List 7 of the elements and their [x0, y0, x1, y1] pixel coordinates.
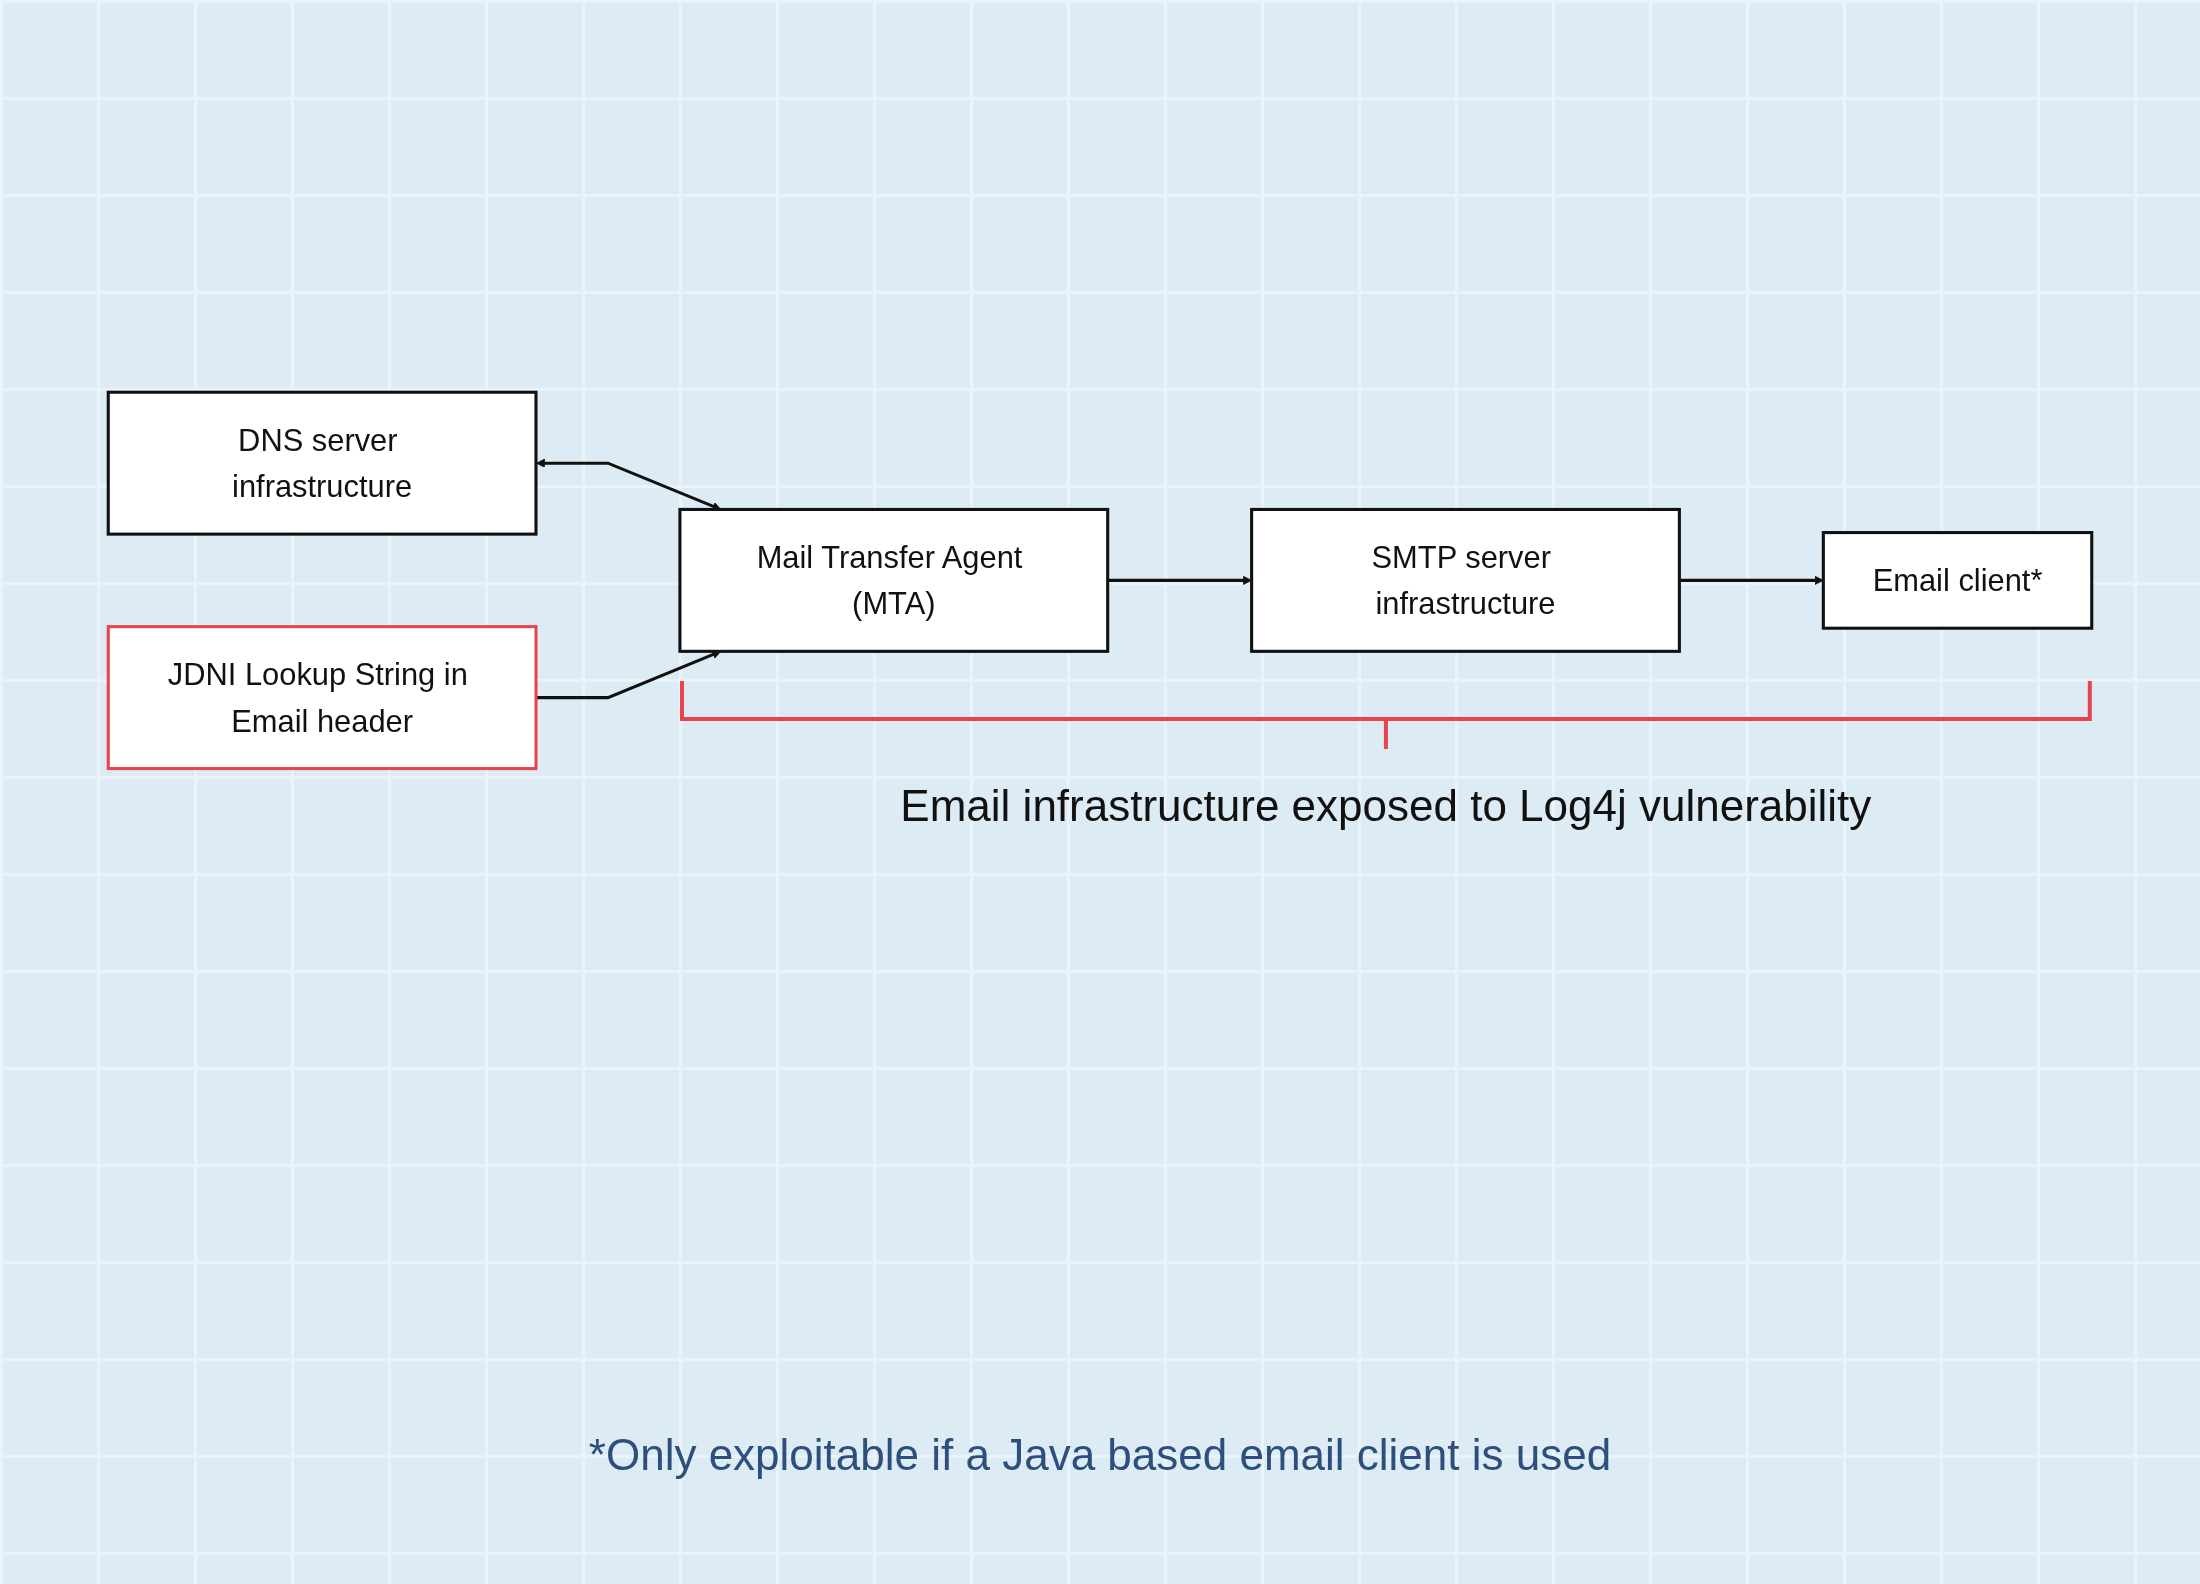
node-box: SMTP server infrastructure — [1250, 507, 1681, 653]
node-box: JDNI Lookup String in Email header — [106, 624, 538, 770]
node-box: Email client* — [1821, 530, 2094, 630]
node-box: Mail Transfer Agent (MTA) — [678, 507, 1110, 653]
bracket-label: Email infrastructure exposed to Log4j vulnerability — [900, 780, 1872, 831]
footnote: *Only exploitable if a Java based email client is used — [588, 1430, 1612, 1480]
node-box: DNS server infrastructure — [106, 390, 538, 536]
